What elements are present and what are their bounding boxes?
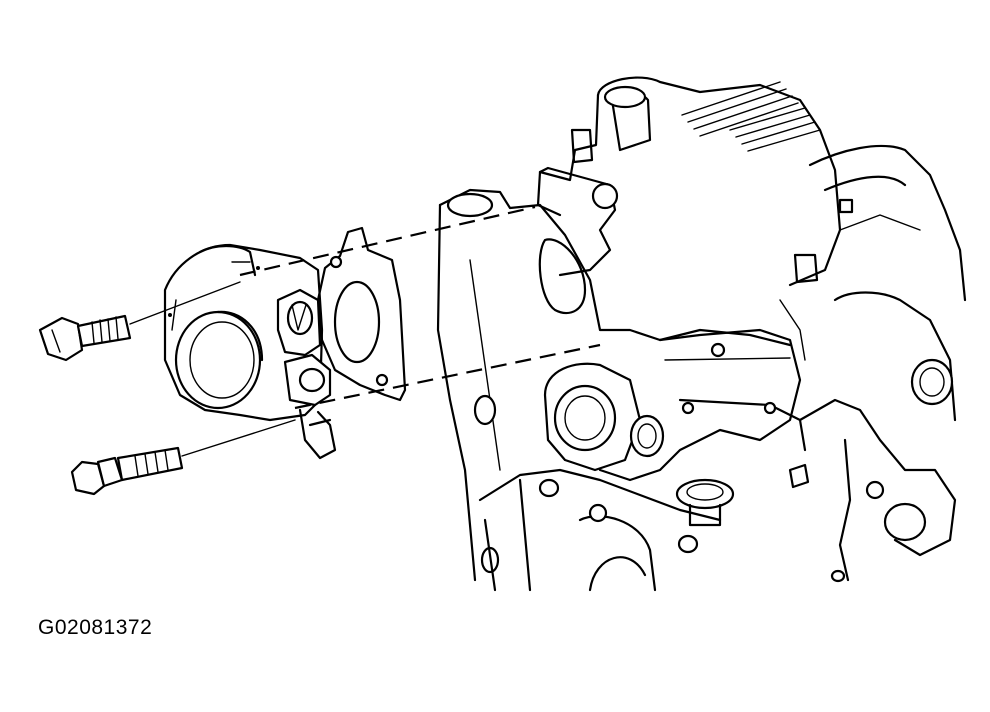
engine-block xyxy=(436,188,957,592)
lower-mounting-bolt xyxy=(70,446,184,496)
throttle-body-gasket xyxy=(316,226,407,402)
figure-code: G02081372 xyxy=(38,616,153,639)
throttle-body xyxy=(163,243,337,460)
engine-intake-manifold xyxy=(536,76,967,302)
upper-mounting-bolt xyxy=(38,314,132,362)
alignment-lines xyxy=(129,205,601,457)
manifold-fins xyxy=(681,81,821,152)
